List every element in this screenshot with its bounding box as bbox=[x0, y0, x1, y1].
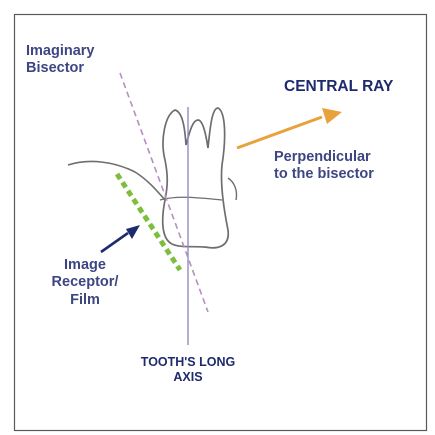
image-receptor-label-line3: Film bbox=[43, 292, 127, 309]
receptor-arrow-head bbox=[126, 225, 140, 239]
image-receptor-label-line2: Receptor/ bbox=[43, 274, 127, 291]
tooth-long-axis-label-line2: AXIS bbox=[137, 370, 239, 385]
tooth-long-axis-label: TOOTH'S LONG AXIS bbox=[137, 355, 239, 385]
imaginary-bisector-label: Imaginary Bisector bbox=[26, 43, 95, 78]
gum-outline-right bbox=[228, 178, 237, 200]
central-ray-arrow-head bbox=[322, 108, 342, 124]
tooth-cej-line bbox=[160, 197, 222, 200]
tooth-outline bbox=[163, 108, 229, 248]
gum-outline bbox=[68, 161, 165, 200]
central-ray-label-text: CENTRAL RAY bbox=[284, 78, 393, 97]
imaginary-bisector-line bbox=[120, 73, 208, 312]
perpendicular-label-line2: to the bisector bbox=[274, 166, 374, 183]
perpendicular-label-line1: Perpendicular bbox=[274, 149, 374, 166]
tooth-long-axis-label-line1: TOOTH'S LONG bbox=[137, 355, 239, 370]
imaginary-bisector-label-line1: Imaginary bbox=[26, 43, 95, 60]
image-receptor-label-line1: Image bbox=[43, 257, 127, 274]
receptor-arrow-shaft bbox=[101, 233, 128, 252]
image-receptor-label: Image Receptor/ Film bbox=[43, 257, 127, 309]
central-ray-label: CENTRAL RAY bbox=[284, 78, 393, 97]
film-receptor-line bbox=[117, 174, 180, 270]
imaginary-bisector-label-line2: Bisector bbox=[26, 60, 95, 77]
central-ray-shaft bbox=[237, 117, 322, 148]
perpendicular-label: Perpendicular to the bisector bbox=[274, 149, 374, 184]
